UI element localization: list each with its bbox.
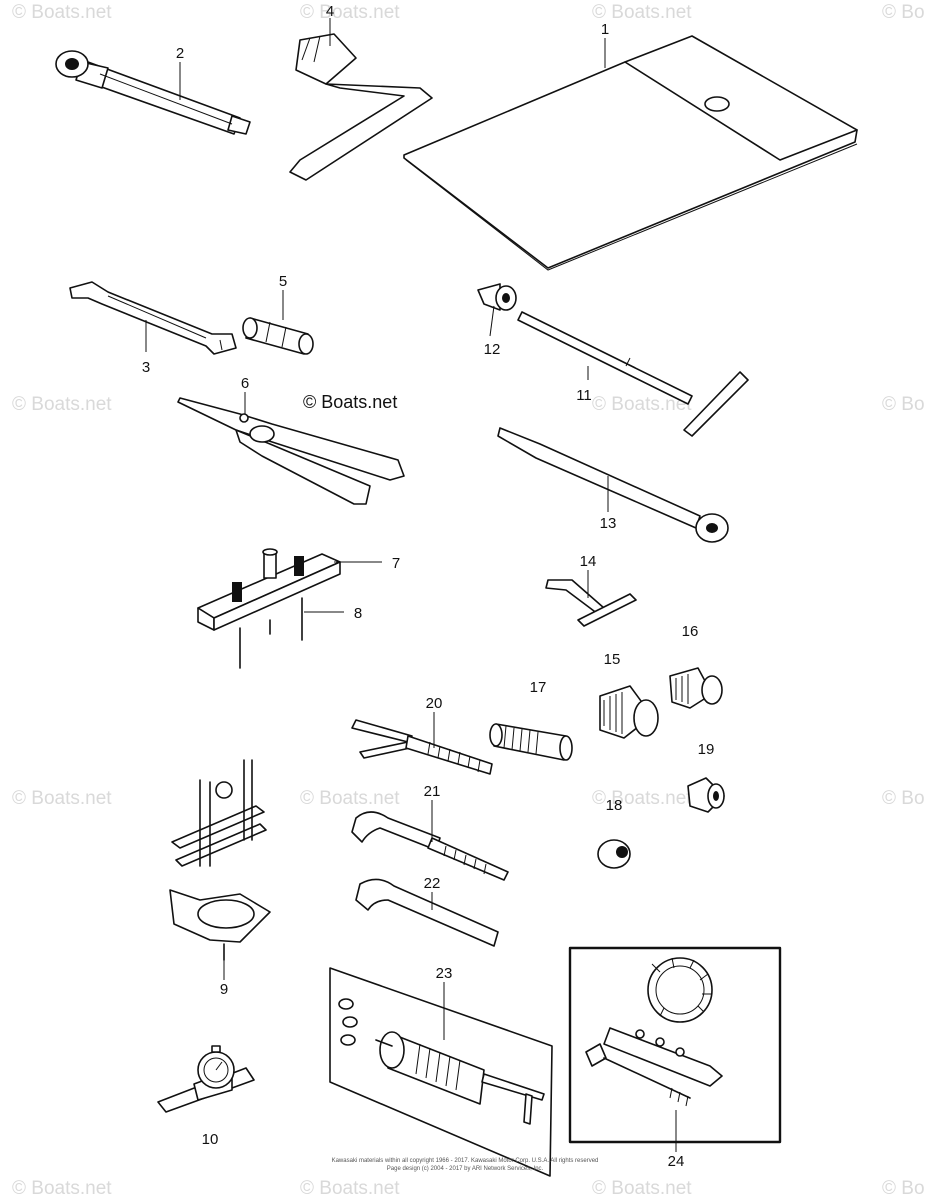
part-19-bushing[interactable]: [687, 777, 725, 813]
part-1-tool-bag[interactable]: [403, 35, 858, 271]
part-15-collar[interactable]: [599, 685, 659, 739]
part-7-8-puller-plate[interactable]: [197, 548, 341, 669]
watermark-tile: © Boats.net: [592, 2, 692, 23]
part-6-circlip-pliers[interactable]: [177, 397, 405, 505]
callout-4: 4: [326, 3, 334, 20]
callout-9: 9: [220, 981, 228, 998]
part-10-dial-gauge[interactable]: [157, 1045, 255, 1113]
leader-lines: [145, 18, 677, 1152]
callout-5: 5: [279, 273, 287, 290]
part-18-nut[interactable]: [597, 839, 631, 869]
watermark-tile: © Bo: [882, 394, 925, 415]
part-16-collar[interactable]: [669, 667, 723, 709]
callout-12: 12: [484, 341, 501, 358]
callout-24: 24: [668, 1153, 685, 1170]
part-5-fuse[interactable]: [242, 317, 314, 355]
part-3-wrench[interactable]: [69, 281, 237, 355]
callout-18: 18: [606, 797, 623, 814]
callout-13: 13: [600, 515, 617, 532]
copyright-line-2: Page design (c) 2004 - 2017 by ARI Netwo…: [386, 1166, 544, 1172]
copyright-line-1: Kawasaki materials within all copyright …: [331, 1158, 599, 1164]
callout-22: 22: [424, 875, 441, 892]
part-17-knurled-tube[interactable]: [489, 723, 573, 761]
watermark-tile: © Boats.net: [12, 394, 112, 415]
part-9-bearing-puller[interactable]: [169, 759, 271, 961]
callout-10: 10: [202, 1131, 219, 1148]
callout-15: 15: [604, 651, 621, 668]
callout-20: 20: [426, 695, 443, 712]
part-2-spark-plug-wrench[interactable]: [55, 50, 251, 135]
callout-6: 6: [241, 375, 249, 392]
part-14-t-wrench[interactable]: [545, 579, 637, 627]
callout-14: 14: [580, 553, 597, 570]
callout-2: 2: [176, 45, 184, 62]
part-12-nozzle[interactable]: [477, 283, 517, 311]
watermark-tile: © Boats.net: [300, 788, 400, 809]
watermark-tile: © Boats.net: [592, 1178, 692, 1199]
watermark-tile: © Bo: [882, 788, 925, 809]
callout-11: 11: [576, 387, 592, 404]
part-13-rod[interactable]: [497, 427, 729, 543]
part-4-box-wrench[interactable]: [289, 33, 433, 181]
watermark-tile: © Boats.net: [592, 788, 692, 809]
watermark-tile: © Boats.net: [300, 1178, 400, 1199]
watermark-tile: © Bo: [882, 2, 925, 23]
part-24-gear-holder[interactable]: [568, 946, 782, 1144]
callout-7: 7: [392, 555, 400, 572]
callout-8: 8: [354, 605, 362, 622]
part-23-slide-hammer[interactable]: [329, 967, 553, 1177]
part-11-t-handle[interactable]: [517, 311, 749, 437]
callout-3: 3: [142, 359, 150, 376]
watermark-tile: © Boats.net: [12, 1178, 112, 1199]
watermark-tile: © Bo: [882, 1178, 925, 1199]
watermark-tile: © Boats.net: [300, 2, 400, 23]
callout-23: 23: [436, 965, 453, 982]
callout-16: 16: [682, 623, 699, 640]
watermark-tile: © Boats.net: [12, 788, 112, 809]
watermark-tile: © Boats.net: [12, 2, 112, 23]
watermark-tile: © Boats.net: [592, 394, 692, 415]
part-22-hook-spanner[interactable]: [355, 878, 499, 947]
part-20-holder[interactable]: [351, 719, 493, 775]
boats-net-watermark: © Boats.net: [303, 392, 398, 412]
part-21-hook-wrench[interactable]: [351, 811, 509, 881]
callout-numbers: 1 2 3 4 5 6 7 8 9 10 11 12 13 14 15 16 1…: [142, 3, 715, 1170]
callout-1: 1: [601, 21, 609, 38]
callout-19: 19: [698, 741, 715, 758]
callout-17: 17: [530, 679, 547, 696]
callout-21: 21: [424, 783, 441, 800]
